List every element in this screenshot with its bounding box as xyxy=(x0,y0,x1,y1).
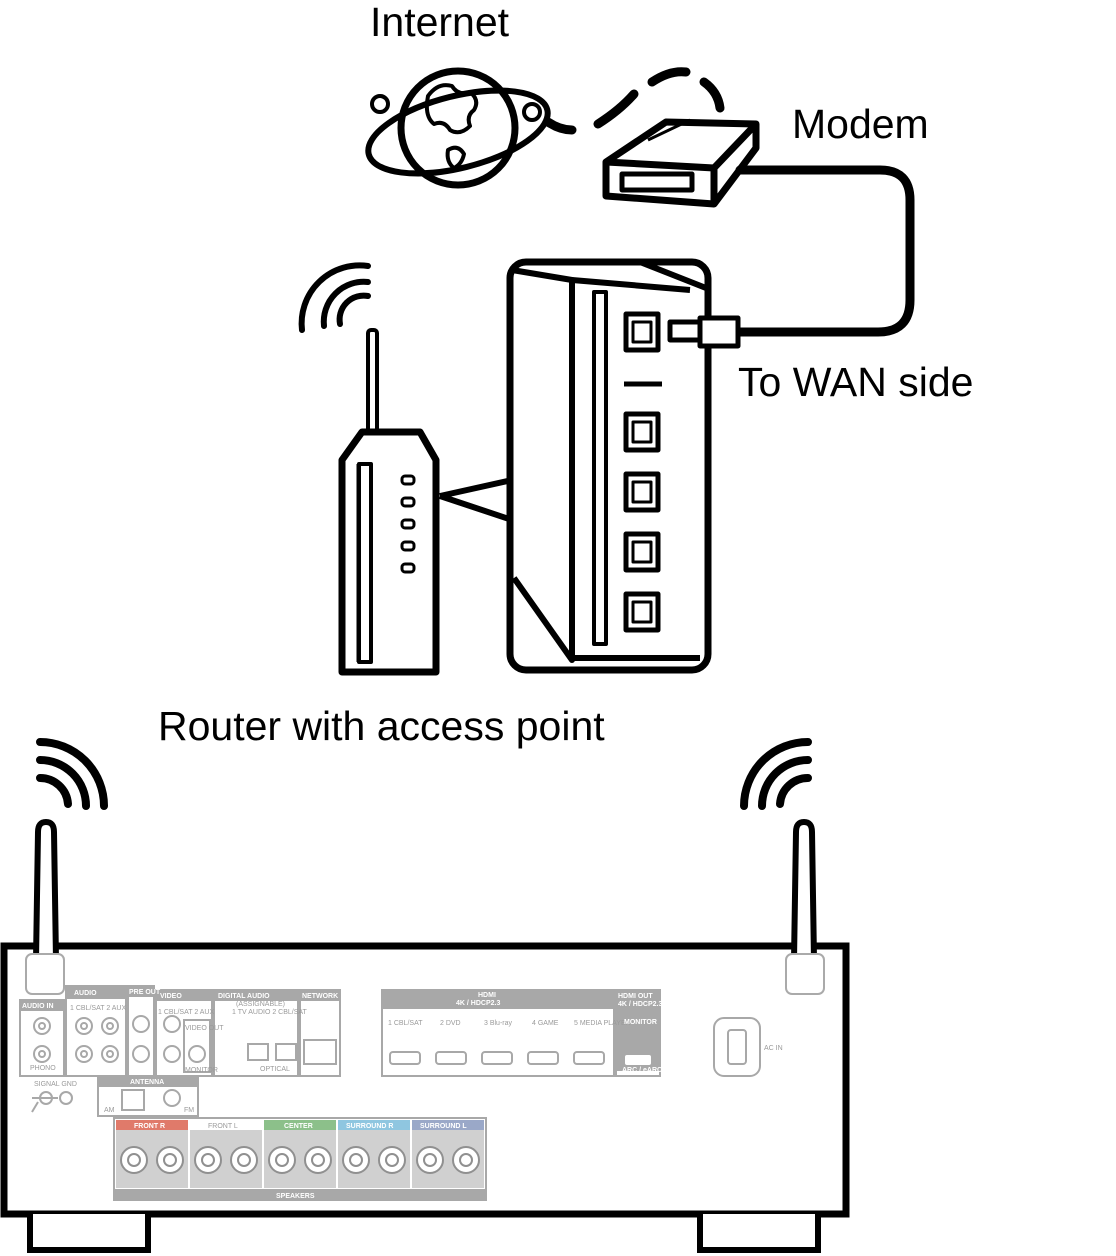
panel-digital-inputs: 1 TV AUDIO 2 CBL/SAT xyxy=(232,1009,308,1016)
panel-surround-l: SURROUND L xyxy=(420,1123,467,1130)
wan-cable xyxy=(731,165,915,337)
router-rear-panel xyxy=(506,258,741,674)
panel-hdmi-in-5: 5 MEDIA PLAYER xyxy=(574,1020,631,1027)
panel-audio: AUDIO xyxy=(74,990,97,997)
panel-center: CENTER xyxy=(284,1123,313,1130)
internet-link-dashes xyxy=(543,67,725,135)
panel-hdmi-in-3: 3 Blu-ray xyxy=(484,1020,513,1027)
panel-surround-r: SURROUND R xyxy=(346,1123,393,1130)
panel-digital-audio: DIGITAL AUDIO xyxy=(218,993,270,1000)
receiver-panel-labels: AUDIO IN AUDIO 1 CBL/SAT 2 AUX PHONO SIG… xyxy=(22,989,783,1200)
panel-video-out: VIDEO OUT xyxy=(185,1025,224,1032)
router-label: Router with access point xyxy=(158,703,605,749)
panel-am: AM xyxy=(104,1107,115,1114)
panel-arc: ARC / eARC xyxy=(622,1067,662,1074)
panel-video-sub: 1 CBL/SAT 2 AUX xyxy=(158,1009,214,1016)
panel-hdmi-in-4: 4 GAME xyxy=(532,1020,559,1027)
panel-signal-gnd: SIGNAL GND xyxy=(34,1081,77,1088)
panel-audio-sub: 1 CBL/SAT 2 AUX xyxy=(70,1005,126,1012)
panel-optical: OPTICAL xyxy=(260,1066,290,1073)
panel-audio-in: AUDIO IN xyxy=(22,1003,54,1010)
wan-label: To WAN side xyxy=(738,359,974,405)
router-zoom-callout xyxy=(439,477,513,523)
receiver-rear-connectors xyxy=(19,985,761,1201)
router-wifi-icon xyxy=(298,262,371,333)
receiver-wifi-left-icon xyxy=(36,738,108,810)
internet-label: Internet xyxy=(370,0,510,45)
panel-monitor: MONITOR xyxy=(624,1019,657,1026)
panel-video: VIDEO xyxy=(160,993,182,1000)
panel-phono: PHONO xyxy=(30,1065,56,1072)
panel-antenna: ANTENNA xyxy=(130,1079,164,1086)
panel-speakers: SPEAKERS xyxy=(276,1193,315,1200)
panel-front-l: FRONT L xyxy=(208,1123,238,1130)
router-device xyxy=(338,328,440,676)
globe-icon xyxy=(365,67,551,189)
panel-digital-assignable: (ASSIGNABLE) xyxy=(236,1001,285,1008)
panel-video-monitor: MONITOR xyxy=(185,1067,218,1074)
panel-hdmi: HDMI xyxy=(478,992,496,999)
panel-hdcp: 4K / HDCP2.3 xyxy=(456,1000,500,1007)
modem-label: Modem xyxy=(792,101,929,147)
panel-hdmi-out: HDMI OUT xyxy=(618,993,653,1000)
panel-fm: FM xyxy=(184,1107,194,1114)
receiver-wifi-right-icon xyxy=(740,738,812,810)
panel-hdmi-in-2: 2 DVD xyxy=(440,1020,461,1027)
panel-pre-out: PRE OUT xyxy=(129,989,161,996)
panel-front-r: FRONT R xyxy=(134,1123,165,1130)
panel-hdmi-out-hdcp: 4K / HDCP2.3 xyxy=(618,1001,662,1008)
panel-hdmi-in-1: 1 CBL/SAT xyxy=(388,1020,423,1027)
panel-ac-in: AC IN xyxy=(764,1045,783,1052)
modem-device xyxy=(602,118,760,208)
panel-network: NETWORK xyxy=(302,993,338,1000)
